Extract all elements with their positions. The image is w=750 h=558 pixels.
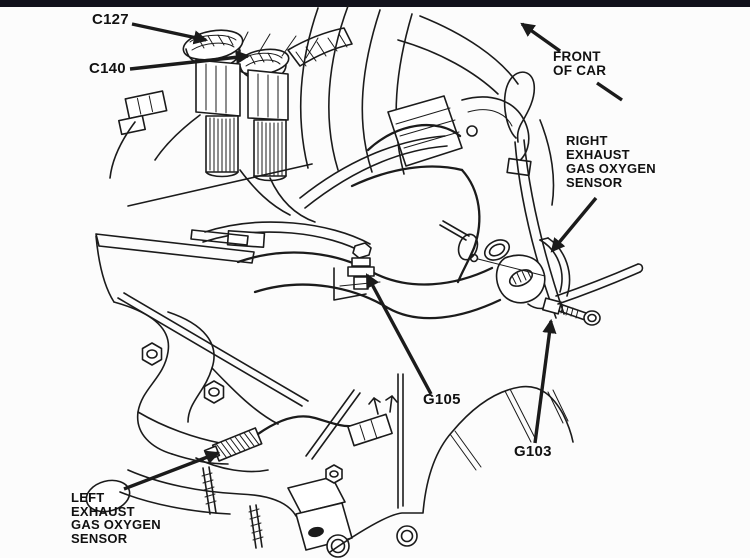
label-c140: C140 — [89, 60, 126, 77]
label-g103: G103 — [514, 443, 552, 460]
g105-arrow — [365, 273, 433, 395]
left-oxygen-sensor — [85, 373, 418, 558]
label-g105: G105 — [423, 391, 461, 408]
right-oxygen-sensor — [439, 220, 644, 326]
label-front-of-car: FRONT OF CAR — [553, 49, 607, 78]
hose-bundle — [202, 124, 502, 320]
front-of-car-leader — [596, 81, 623, 102]
label-right-exhaust-gas-oxygen-sensor: RIGHT EXHAUST GAS OXYGEN SENSOR — [566, 133, 656, 190]
callout-arrows — [123, 22, 623, 491]
g105-ground-stud — [333, 242, 381, 301]
left-engine-block — [95, 163, 313, 407]
dipstick — [503, 71, 565, 319]
front-of-car-arrow — [520, 22, 561, 53]
left-sensor-arrow — [123, 450, 221, 491]
valve-cover — [387, 95, 555, 206]
ignition-coil-connectors — [109, 27, 353, 223]
c140-arrow — [129, 50, 251, 71]
left-exhaust-manifold — [113, 301, 279, 465]
c127-arrow — [131, 22, 209, 45]
label-left-exhaust-gas-oxygen-sensor: LEFT EXHAUST GAS OXYGEN SENSOR — [71, 490, 161, 546]
g103-arrow — [533, 318, 557, 444]
top-border-bar — [0, 0, 750, 7]
engine-mount-arc — [329, 385, 574, 553]
right-sensor-arrow — [550, 196, 598, 253]
label-c127: C127 — [92, 11, 129, 28]
